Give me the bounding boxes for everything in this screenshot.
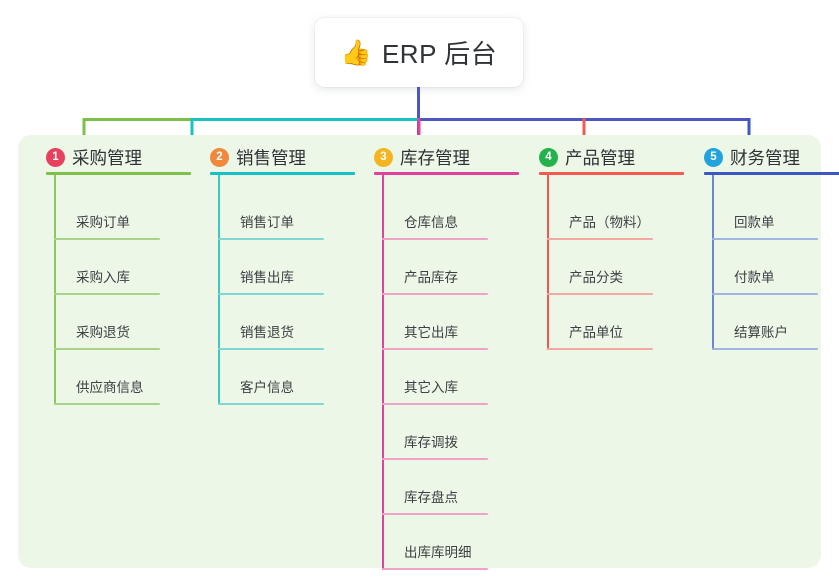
leaf-item[interactable]: 其它出库 (382, 295, 512, 350)
leaf-rule (54, 238, 160, 240)
leaf-rule (218, 348, 324, 350)
column-header-4[interactable]: 4 产品管理 (539, 145, 635, 170)
column-header-rule (210, 172, 355, 175)
bus-segment-indigo (419, 118, 749, 121)
leaf-rule (547, 238, 653, 240)
leaf-label: 采购订单 (76, 215, 130, 230)
leaf-item[interactable]: 回款单 (712, 185, 839, 240)
leaf-rule (382, 568, 488, 570)
leaf-label: 采购退货 (76, 325, 130, 340)
leaf-item[interactable]: 客户信息 (218, 350, 348, 405)
leaf-item[interactable]: 其它入库 (382, 350, 512, 405)
leaf-label: 销售订单 (240, 215, 294, 230)
leaf-label: 产品（物料） (569, 215, 650, 230)
number-badge-4: 4 (539, 148, 558, 167)
leaf-label: 供应商信息 (76, 380, 144, 395)
leaf-label: 其它入库 (404, 380, 458, 395)
leaf-item[interactable]: 库存盘点 (382, 460, 512, 515)
leaf-item[interactable]: 库存调拨 (382, 405, 512, 460)
leaf-label: 仓库信息 (404, 215, 458, 230)
leaf-item[interactable]: 销售订单 (218, 185, 348, 240)
bus-segment-teal (192, 118, 419, 121)
leaf-item[interactable]: 销售出库 (218, 240, 348, 295)
leaf-rule (54, 348, 160, 350)
column-title: 产品管理 (565, 148, 635, 168)
number-badge-2: 2 (210, 148, 229, 167)
leaf-rule (712, 238, 818, 240)
column-header-3[interactable]: 3 库存管理 (374, 145, 470, 170)
root-stem (417, 87, 420, 135)
leaf-label: 销售退货 (240, 325, 294, 340)
number-badge-1: 1 (46, 148, 65, 167)
leaf-item[interactable]: 结算账户 (712, 295, 839, 350)
bus-segment-green (84, 118, 192, 121)
leaf-rule (547, 348, 653, 350)
column-header-rule (374, 172, 519, 175)
leaf-rule (218, 403, 324, 405)
leaf-label: 产品库存 (404, 270, 458, 285)
column-spine (54, 175, 56, 405)
column-header-1[interactable]: 1 采购管理 (46, 145, 142, 170)
leaf-label: 出库库明细 (404, 545, 472, 560)
leaf-label: 产品单位 (569, 325, 623, 340)
root-node-card[interactable]: 👍 ERP 后台 (315, 18, 523, 87)
leaf-item[interactable]: 产品分类 (547, 240, 677, 295)
column-header-rule (539, 172, 684, 175)
leaf-rule (712, 293, 818, 295)
column-title: 库存管理 (400, 148, 470, 168)
leaf-label: 结算账户 (734, 325, 788, 340)
leaf-rule (547, 293, 653, 295)
leaf-item[interactable]: 采购退货 (54, 295, 184, 350)
leaf-rule (218, 293, 324, 295)
leaf-item[interactable]: 产品库存 (382, 240, 512, 295)
column-title: 销售管理 (236, 148, 306, 168)
column-header-5[interactable]: 5 财务管理 (704, 145, 800, 170)
leaf-item[interactable]: 出库库明细 (382, 515, 512, 570)
leaf-label: 付款单 (734, 270, 775, 285)
number-badge-3: 3 (374, 148, 393, 167)
leaf-rule (382, 458, 488, 460)
leaf-item[interactable]: 采购订单 (54, 185, 184, 240)
leaf-rule (382, 348, 488, 350)
leaf-label: 产品分类 (569, 270, 623, 285)
leaf-label: 库存调拨 (404, 435, 458, 450)
number-badge-5: 5 (704, 148, 723, 167)
leaf-item[interactable]: 销售退货 (218, 295, 348, 350)
leaf-rule (382, 513, 488, 515)
leaf-rule (712, 348, 818, 350)
leaf-label: 其它出库 (404, 325, 458, 340)
leaf-rule (54, 403, 160, 405)
leaf-rule (382, 293, 488, 295)
column-spine (712, 175, 714, 350)
leaf-item[interactable]: 付款单 (712, 240, 839, 295)
leaf-rule (382, 403, 488, 405)
column-title: 财务管理 (730, 148, 800, 168)
leaf-label: 库存盘点 (404, 490, 458, 505)
leaf-item[interactable]: 采购入库 (54, 240, 184, 295)
root-title: ERP 后台 (381, 39, 498, 69)
column-spine (218, 175, 220, 405)
leaf-label: 采购入库 (76, 270, 130, 285)
column-header-rule (704, 172, 839, 175)
leaf-label: 客户信息 (240, 380, 294, 395)
column-header-2[interactable]: 2 销售管理 (210, 145, 306, 170)
column-header-rule (46, 172, 191, 175)
column-spine (382, 175, 384, 570)
column-spine (547, 175, 549, 350)
leaf-item[interactable]: 产品（物料） (547, 185, 677, 240)
leaf-item[interactable]: 产品单位 (547, 295, 677, 350)
leaf-rule (54, 293, 160, 295)
leaf-label: 销售出库 (240, 270, 294, 285)
column-title: 采购管理 (72, 148, 142, 168)
leaf-item[interactable]: 供应商信息 (54, 350, 184, 405)
leaf-label: 回款单 (734, 215, 775, 230)
leaf-rule (382, 238, 488, 240)
diagram-panel: 1 采购管理采购订单采购入库采购退货供应商信息 2 销售管理销售订单销售出库销售退货客… (18, 135, 839, 570)
leaf-rule (218, 238, 324, 240)
leaf-item[interactable]: 仓库信息 (382, 185, 512, 240)
thumbs-up-icon: 👍 (340, 38, 372, 67)
